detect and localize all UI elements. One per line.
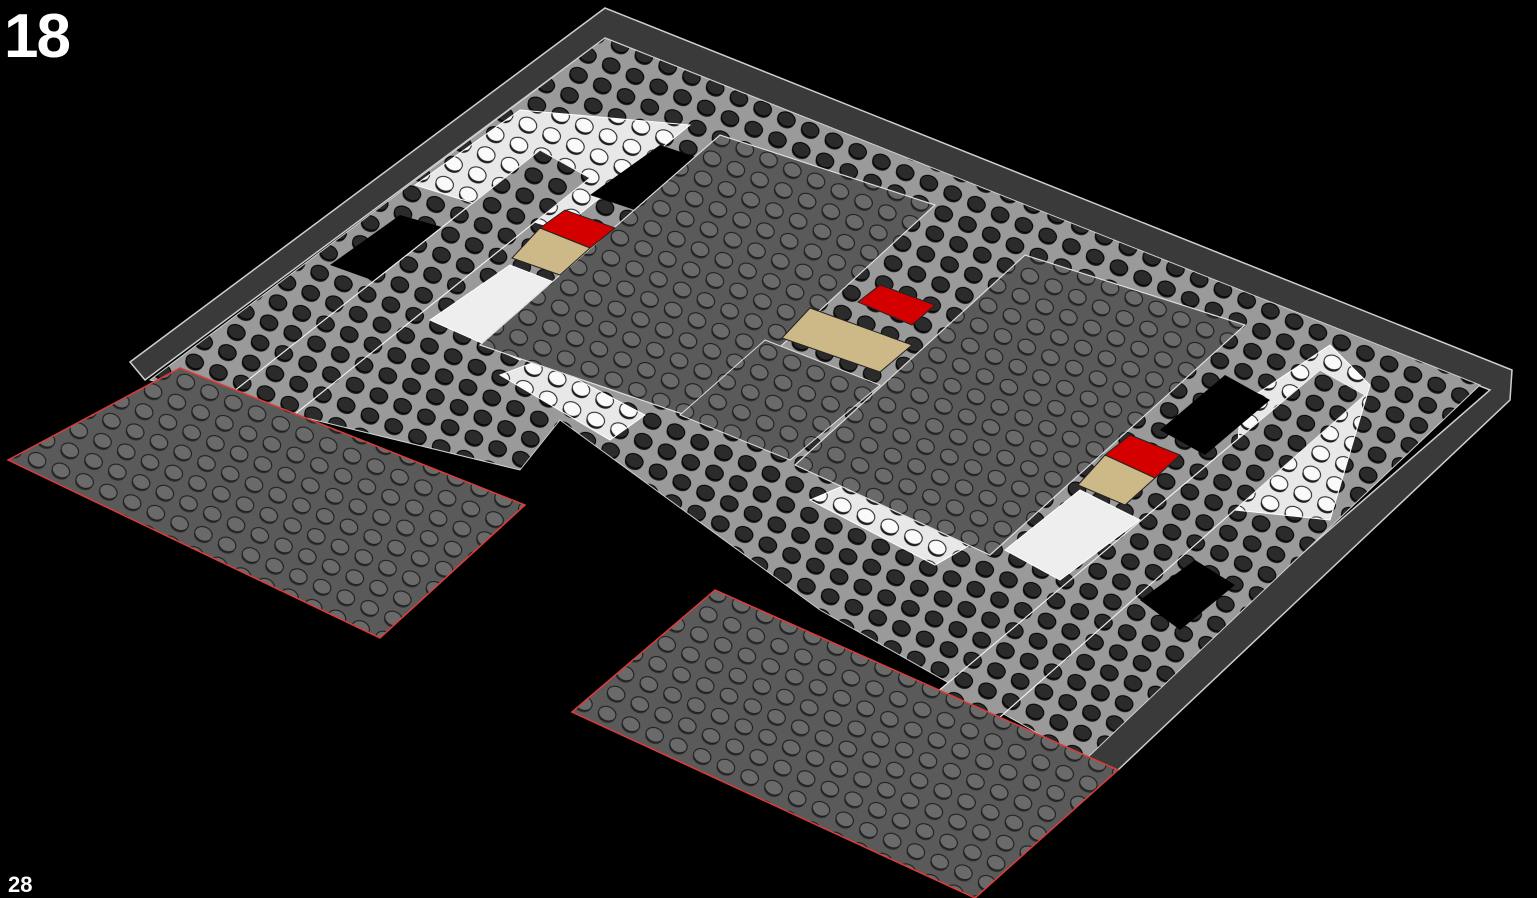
page-number: 28 (8, 874, 32, 896)
